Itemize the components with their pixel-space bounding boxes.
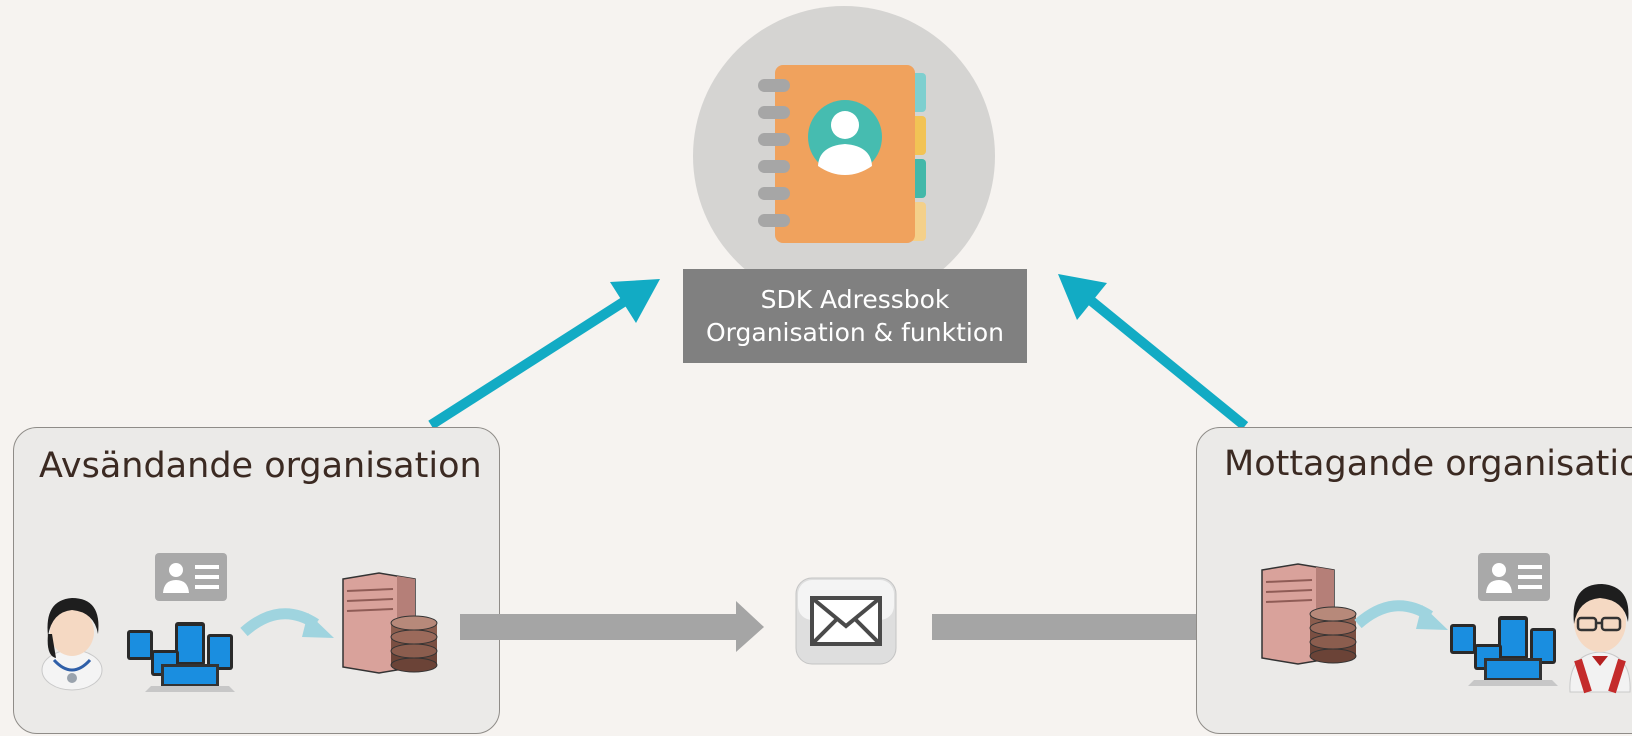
address-book-icon bbox=[758, 65, 926, 243]
sender-organisation-title: Avsändande organisation bbox=[39, 446, 482, 486]
curved-arrow-icon bbox=[240, 608, 334, 638]
contact-card-icon bbox=[155, 553, 227, 601]
receiver-organisation-title: Mottagande organisation bbox=[1224, 444, 1632, 484]
address-book-subtitle: Organisation & funktion bbox=[706, 318, 1004, 347]
database-server-icon bbox=[1261, 563, 1357, 665]
sender-lookup-arrow-line bbox=[428, 296, 628, 430]
doctor-icon bbox=[41, 598, 103, 691]
address-book-title: SDK Adressbok bbox=[760, 285, 950, 314]
address-book-label: SDK Adressbok Organisation & funktion bbox=[683, 269, 1027, 363]
sender-lookup-arrow-head bbox=[610, 279, 660, 323]
contact-card-icon bbox=[1478, 553, 1550, 601]
deliver-arrow-shaft bbox=[932, 614, 1212, 640]
devices-icon bbox=[127, 622, 235, 692]
database-server-icon bbox=[342, 572, 438, 674]
envelope-icon bbox=[795, 577, 897, 665]
curved-arrow-icon bbox=[1354, 600, 1448, 630]
send-arrow-shaft bbox=[460, 614, 738, 640]
send-arrow-head bbox=[736, 601, 764, 652]
devices-icon bbox=[1450, 616, 1558, 686]
receiver-lookup-arrow-head bbox=[1058, 274, 1107, 320]
person-icon bbox=[1569, 584, 1631, 694]
receiver-lookup-arrow-line bbox=[1085, 295, 1249, 430]
